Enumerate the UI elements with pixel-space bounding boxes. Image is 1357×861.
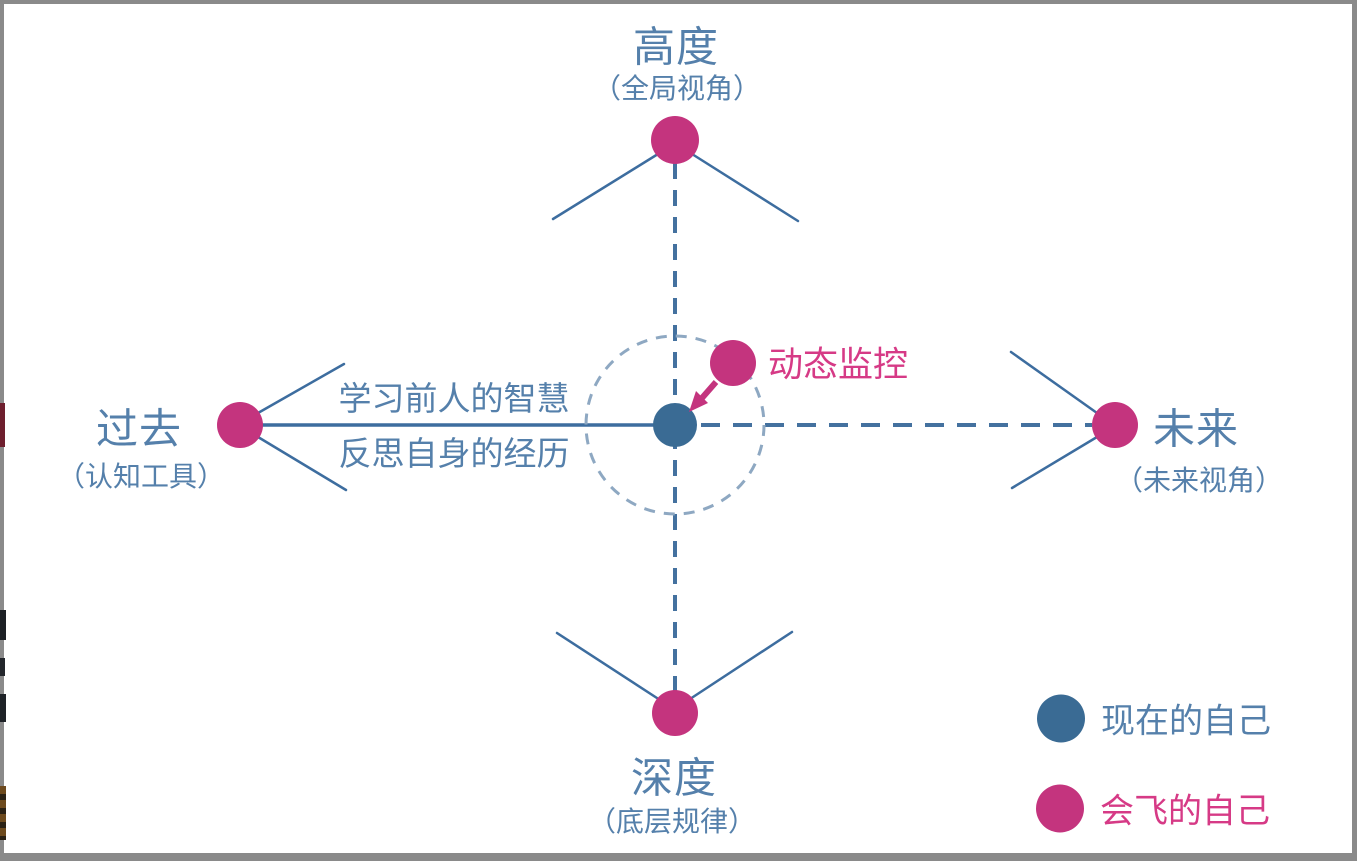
edge-artifact (0, 694, 6, 722)
top-node-right-wing (690, 152, 800, 223)
current-self-legend-label: 现在的自己 (1101, 702, 1271, 741)
edge-artifact (0, 610, 6, 640)
flying-self-legend-label: 会飞的自己 (1100, 792, 1270, 831)
past-axis-title: 过去 (95, 405, 183, 453)
future-node (1092, 402, 1138, 448)
current-self-node (653, 403, 697, 447)
past-node (217, 402, 263, 448)
future-axis-title: 未来 (1152, 405, 1240, 453)
edge-artifact (0, 658, 5, 676)
monitor-arrow-head (689, 391, 708, 412)
current-self-legend-dot (1037, 694, 1085, 742)
right-node-upper-wing (1009, 350, 1099, 415)
depth-node (652, 690, 698, 736)
top-node-left-wing (551, 152, 660, 221)
flying-self-legend-dot (1036, 784, 1084, 832)
center-dashed-circle (584, 334, 766, 516)
depth-axis-subtitle: （底层规律） (587, 806, 757, 837)
height-axis-title: 高度 (632, 23, 720, 71)
monitor-arrow-shaft (699, 380, 719, 400)
edge-artifact (0, 403, 5, 447)
past-axis-annotation-bottom: 反思自身的经历 (338, 435, 570, 472)
left-node-lower-wing (256, 435, 348, 492)
right-node-lower-wing (1010, 435, 1099, 490)
depth-axis-title: 深度 (630, 754, 718, 802)
legend-item-flying-self: 会飞的自己 (1036, 784, 1270, 833)
height-node (651, 116, 699, 164)
left-node-upper-wing (256, 362, 346, 415)
legend-item-current-self: 现在的自己 (1037, 694, 1271, 743)
bottom-node-left-wing (555, 631, 662, 702)
height-axis-subtitle: （全局视角） (592, 73, 762, 104)
window-frame-right (1352, 0, 1357, 861)
window-frame-bottom (0, 853, 1357, 861)
edge-artifact (0, 786, 6, 840)
future-axis-subtitle: （未来视角） (1114, 465, 1284, 496)
monitor-label: 动态监控 (768, 345, 909, 385)
window-frame-top (0, 0, 1357, 4)
monitor-node (710, 340, 756, 386)
past-axis-annotation-top: 学习前人的智慧 (338, 380, 570, 417)
past-axis-subtitle: （认知工具） (56, 461, 226, 492)
bottom-node-right-wing (688, 630, 794, 701)
